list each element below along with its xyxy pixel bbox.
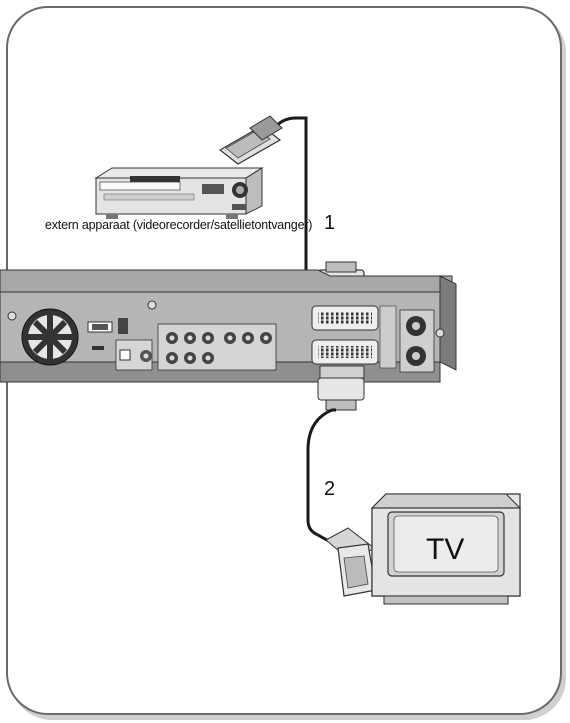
recorder-back-panel xyxy=(0,269,457,383)
scart-connector-icon xyxy=(218,115,283,165)
scart-connector-icon xyxy=(317,365,365,411)
external-device-vcr xyxy=(94,167,264,219)
rca-jack-icon xyxy=(140,350,152,362)
cable-2-number: 2 xyxy=(324,478,336,500)
external-device-label: extern apparaat (videorecorder/satelliet… xyxy=(45,218,313,232)
fan-grille-icon xyxy=(21,308,79,366)
television xyxy=(370,493,522,605)
scart-connector-icon xyxy=(325,527,377,597)
antenna-jack-icon xyxy=(406,316,426,366)
tv-label: TV xyxy=(426,533,465,566)
cable-2 xyxy=(306,365,377,597)
cable-1-number: 1 xyxy=(324,212,336,234)
